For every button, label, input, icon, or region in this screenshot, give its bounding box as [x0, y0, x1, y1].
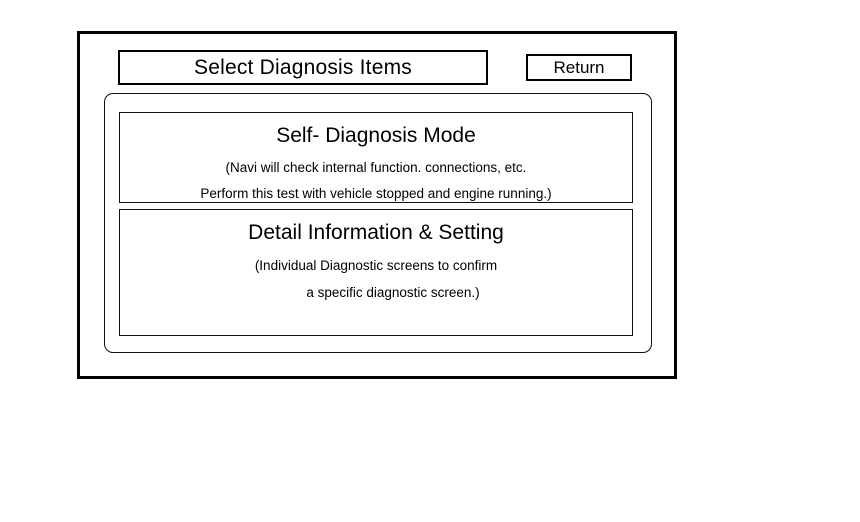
page-title: Select Diagnosis Items	[194, 56, 412, 79]
menu-item-detail-information-and-setting[interactable]: Detail Information & Setting (Individual…	[119, 209, 633, 336]
device-screen-frame: Select Diagnosis Items Return Self- Diag…	[77, 31, 677, 379]
menu-item-heading: Detail Information & Setting	[248, 221, 504, 244]
header-row: Select Diagnosis Items Return	[118, 50, 644, 86]
return-button-label: Return	[553, 58, 605, 77]
menu-item-description-line-2: Perform this test with vehicle stopped a…	[200, 185, 552, 201]
menu-item-description-line-1: (Navi will check internal function. conn…	[225, 160, 527, 175]
menu-item-heading: Self- Diagnosis Mode	[276, 124, 476, 147]
return-button[interactable]: Return	[526, 54, 632, 81]
page-title-box: Select Diagnosis Items	[118, 50, 488, 85]
menu-item-description-line-2: a specific diagnostic screen.)	[306, 284, 480, 300]
menu-container: Self- Diagnosis Mode (Navi will check in…	[104, 93, 652, 353]
menu-item-description-line-1: (Individual Diagnostic screens to confir…	[254, 258, 498, 273]
menu-item-self-diagnosis-mode[interactable]: Self- Diagnosis Mode (Navi will check in…	[119, 112, 633, 203]
